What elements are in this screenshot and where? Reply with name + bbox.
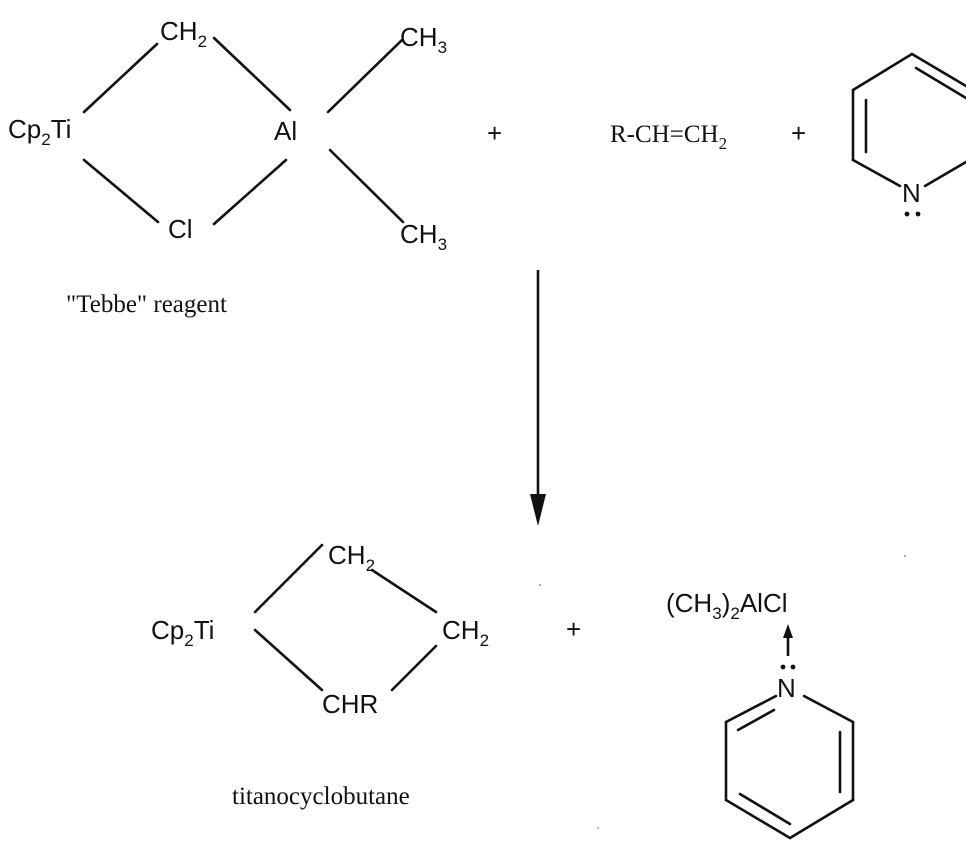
dative-bond-arrowhead (783, 624, 793, 638)
metallacycle-caption: titanocyclobutane (232, 783, 410, 810)
scan-speck (597, 827, 599, 829)
chr-ch2-ring-bond (390, 644, 438, 692)
scan-speck (904, 555, 906, 557)
ch2-ch2-ring-bond (370, 568, 438, 614)
plus-sign-2: + (791, 118, 806, 148)
pyridine-double-bond (914, 66, 966, 100)
ti-chr-ring-bond (253, 628, 324, 692)
pyridine-reactant: N (851, 52, 966, 217)
metallacycle-chr-label: CHR (322, 689, 378, 719)
alkene-formula: R-CH=CH2 (610, 121, 727, 153)
lone-pair-dot (780, 664, 786, 670)
lone-pair-dot (904, 211, 910, 217)
pyridine-bond (788, 798, 855, 840)
tebbe-al-label: Al (274, 116, 297, 146)
pyridine-bond (724, 798, 792, 840)
adduct-formula: (CH3)2AlCl (666, 588, 788, 623)
pyridine-bond (724, 694, 778, 724)
plus-sign-1: + (487, 118, 502, 148)
metallacycle-ch2-right-label: CH2 (442, 615, 489, 650)
tebbe-ch2-label: CH2 (160, 16, 207, 51)
pyridine-double-bond (738, 792, 792, 826)
pyridine-bond (923, 160, 966, 188)
tebbe-titanium-label: Cp2Ti (8, 114, 71, 149)
ti-cl-bond (82, 158, 160, 224)
titanocyclobutane: Cp2Ti CH2 CH2 CHR titanocyclobutane (151, 540, 489, 810)
lone-pair-dot (790, 664, 796, 670)
pyridine-bond (851, 52, 914, 92)
pyridine-bond (802, 694, 855, 724)
tebbe-reagent: Cp2Ti CH2 Al Cl CH3 CH3 "Tebbe" reagent (8, 16, 447, 318)
reaction-arrow (530, 270, 546, 526)
metallacycle-ch2-top-label: CH2 (328, 540, 375, 575)
ti-ch2-bond (82, 42, 159, 114)
adduct-pyridine-nitrogen: N (777, 673, 796, 703)
tebbe-cl-label: Cl (168, 214, 193, 244)
al-ch3-bottom-bond (328, 148, 405, 224)
plus-sign-3: + (566, 614, 581, 644)
pyridine-nitrogen: N (902, 178, 921, 208)
metallacycle-titanium-label: Cp2Ti (151, 615, 214, 650)
ti-ch2-ring-bond (253, 543, 324, 614)
lone-pair-dot (915, 211, 921, 217)
al-ch3-top-bond (326, 38, 404, 114)
pyridine-bond (910, 52, 966, 88)
scan-speck (539, 584, 541, 586)
tebbe-ch3-top-label: CH3 (400, 22, 447, 57)
cl-al-bond (212, 158, 288, 226)
ch2-al-bond (212, 36, 292, 112)
pyridine-bond (851, 158, 902, 188)
tebbe-ch3-bottom-label: CH3 (400, 219, 447, 254)
pyridine-aluminum-adduct: (CH3)2AlCl N (666, 588, 855, 840)
pyridine-double-bond (736, 708, 776, 732)
tebbe-caption: "Tebbe" reagent (66, 291, 227, 318)
